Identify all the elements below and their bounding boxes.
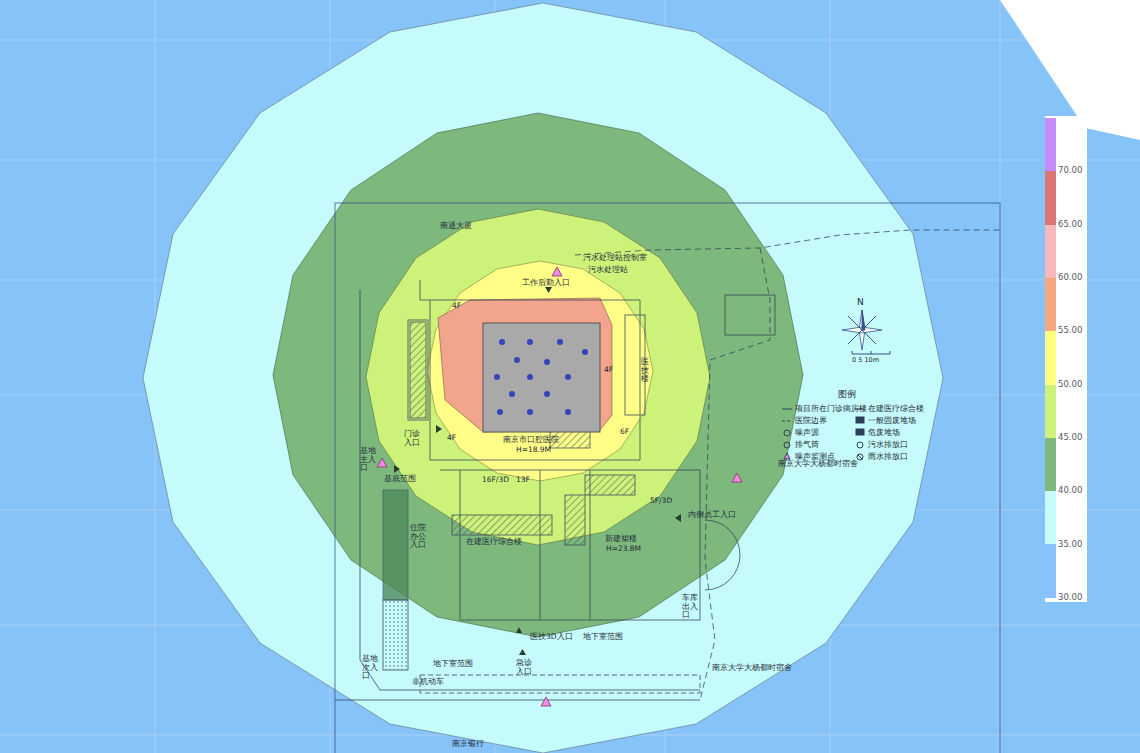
colorbar-panel [1045, 116, 1087, 602]
floor-label: 5F/3D [650, 497, 672, 506]
north-arrow [842, 310, 882, 350]
colorbar-value: 35.00 [1058, 540, 1082, 550]
legend-text: 噪声源 [795, 429, 819, 438]
entrance-markers [394, 287, 681, 655]
floor-label: 4F [604, 366, 613, 375]
colorbar-value: 40.00 [1058, 486, 1082, 496]
entrance-label: 基地次入口 [362, 655, 378, 681]
building-label: 医技楼 [641, 358, 653, 384]
colorbar-value: 70.00 [1058, 166, 1082, 176]
area-label: 基底范围 [384, 475, 416, 484]
noise-sources [494, 339, 588, 415]
height-label: H=23.8M [606, 545, 641, 554]
building-label: 南京大学大杨都时宿舍 [712, 664, 792, 673]
entrance-label: 住院办公入口 [410, 524, 428, 550]
colorbar-swatch [1045, 171, 1056, 225]
legend-title: 图例 [838, 390, 856, 400]
building-label: 污水处理站 [588, 266, 628, 275]
colorbar-swatch [1045, 118, 1056, 172]
entrance-label: 门诊入口 [404, 430, 422, 447]
area-label: 地下室范围 [583, 633, 623, 642]
scale-bar [852, 351, 890, 354]
area-label: 地下室范围 [433, 660, 473, 669]
colorbar-swatch [1045, 491, 1056, 545]
colorbar-swatch [1045, 544, 1056, 598]
colorbar-value: 60.00 [1058, 273, 1082, 283]
colorbar-swatch [1045, 278, 1056, 332]
floor-label: 6F [620, 428, 629, 437]
colorbar-value: 50.00 [1058, 380, 1082, 390]
contour-40 [273, 113, 803, 637]
legend-text: 污水排放口 [868, 441, 908, 450]
entrance-label: 基地主入口 [360, 447, 376, 473]
legend-text: 排气筒 [795, 441, 819, 450]
floor-label: 4F [452, 302, 461, 311]
area-label: 非机动车 [412, 678, 444, 687]
hatched-buildings [383, 322, 635, 670]
colorbar-value: 30.00 [1058, 593, 1082, 603]
entrance-label: 急诊入口 [516, 659, 534, 676]
building-label: 污水处理站控制室 [583, 254, 647, 263]
entrance-label: 内侧员工入口 [688, 511, 736, 520]
contour-55 [438, 298, 612, 432]
building-label: 南京市口腔医院 [503, 436, 559, 445]
legend-text: 在建医疗综合楼 [868, 405, 924, 414]
site-plan [335, 203, 1000, 753]
colorbar-value: 45.00 [1058, 433, 1082, 443]
legend-text: 危废堆场 [868, 429, 900, 438]
colorbar-swatch [1045, 331, 1056, 385]
legend-text: 噪声监测点 [795, 453, 835, 462]
road-label: 南京银行 [452, 740, 484, 749]
entrance-label: 工作后勤入口 [522, 279, 570, 288]
building-label: 在建医疗综合楼 [466, 538, 522, 547]
colorbar-swatch [1045, 438, 1056, 492]
building-label: 新建裙楼 [605, 535, 637, 544]
colorbar-value: 55.00 [1058, 326, 1082, 336]
colorbar-swatch [1045, 225, 1056, 279]
contour-35 [143, 3, 943, 753]
legend-text: 医院边界 [795, 417, 827, 426]
floor-label: 13F [516, 476, 530, 485]
monitor-points [377, 267, 742, 706]
legend-text: 项目所在门诊病房楼 [795, 405, 867, 414]
height-label: H=18.9M [516, 446, 551, 455]
entrance-label: 车库出入口 [682, 594, 700, 620]
building-label: 南通大厦 [440, 222, 472, 231]
noise-source-building [483, 323, 600, 432]
floor-label: 4F [447, 434, 456, 443]
north-label: N [857, 297, 864, 307]
contour-50 [427, 261, 653, 481]
colorbar-swatch [1045, 385, 1056, 439]
colorbar-value: 65.00 [1058, 220, 1082, 230]
legend-text: 一般固废堆场 [868, 417, 916, 426]
floor-label: 16F/3D [482, 476, 509, 485]
entrance-label: 医技3D入口 [530, 633, 573, 642]
contour-45 [366, 209, 710, 545]
legend-text: 雨水排放口 [868, 453, 908, 462]
scale-label: 0 5 10m [852, 357, 879, 364]
building-label: 南京大学大杨都时宿舍 [778, 460, 858, 469]
